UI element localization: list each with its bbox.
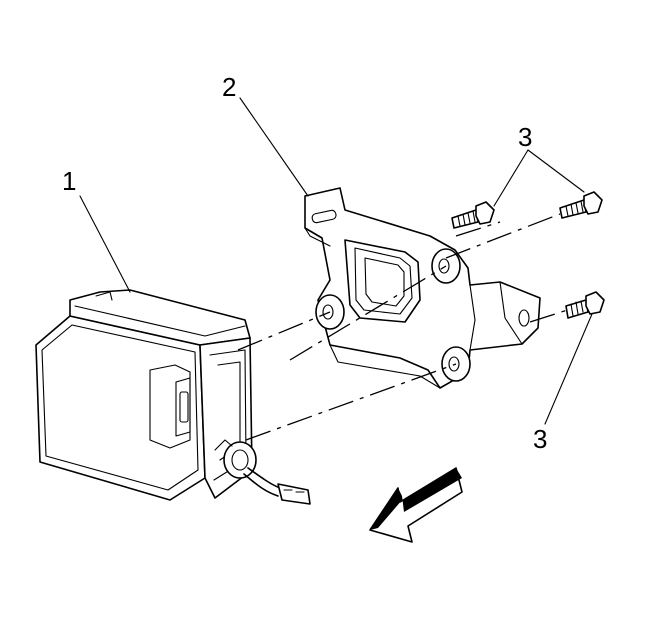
bolt-lower-right — [565, 291, 605, 319]
bolt-upper-right — [559, 191, 603, 219]
callout-bolts-upper: 3 — [518, 122, 532, 152]
control-module — [35, 289, 311, 505]
front-direction-arrow-icon — [369, 467, 463, 543]
leader-lines — [79, 97, 593, 425]
alignment-lines — [237, 213, 581, 441]
bolt-upper-left — [451, 201, 495, 229]
callout-module: 1 — [62, 166, 76, 196]
callout-bracket: 2 — [222, 72, 236, 102]
callout-bolt-lower: 3 — [533, 424, 547, 454]
mounting-bracket — [304, 187, 541, 389]
